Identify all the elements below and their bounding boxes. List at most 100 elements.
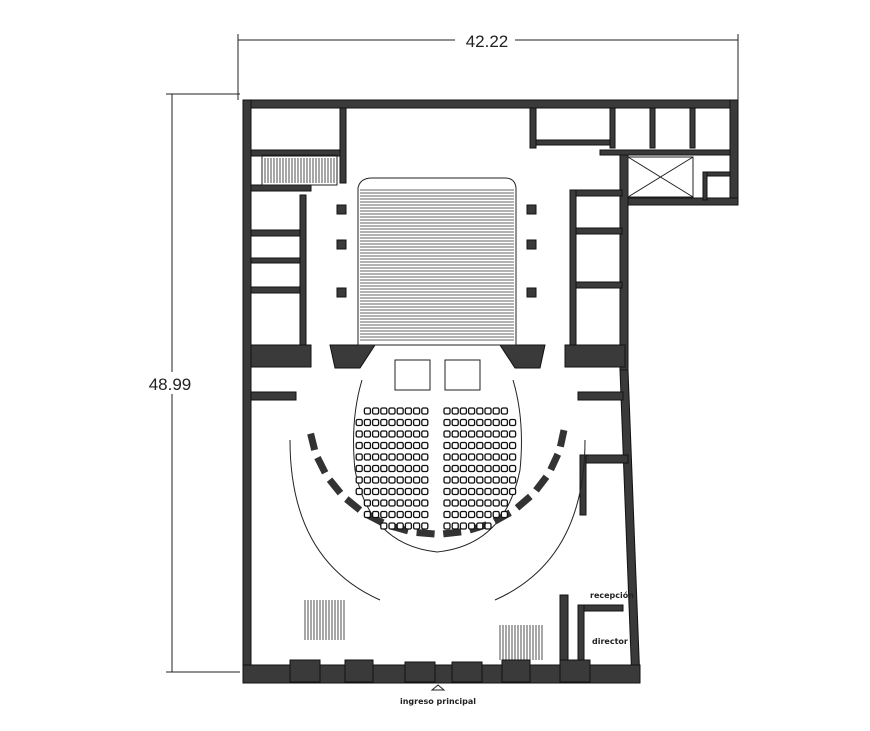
entrance-label: ingreso principal [400, 697, 476, 706]
seat [421, 499, 429, 507]
seat [380, 441, 388, 450]
stage [357, 177, 517, 391]
seat [443, 510, 451, 519]
seat [459, 487, 468, 496]
seat [492, 418, 500, 427]
seat [459, 430, 468, 438]
seat [404, 407, 413, 415]
seat [404, 499, 413, 507]
seat [484, 476, 492, 484]
seat [371, 441, 380, 450]
seat [380, 464, 388, 473]
seat [404, 464, 413, 473]
seat [396, 487, 404, 496]
box-partition [547, 452, 562, 472]
seat [443, 407, 451, 415]
seat [492, 487, 500, 496]
seat [459, 453, 468, 461]
seat [476, 453, 484, 461]
seat [451, 510, 459, 519]
seat [404, 487, 413, 496]
dimension-width: 42.22 [237, 28, 739, 100]
seat [363, 430, 372, 438]
seat [459, 407, 468, 415]
seat [396, 464, 404, 473]
seat [484, 487, 492, 496]
seat [396, 453, 404, 461]
seat [476, 522, 484, 530]
seat [421, 476, 429, 484]
seat [355, 476, 363, 484]
seat [421, 510, 429, 519]
seat [396, 499, 404, 507]
seat [467, 453, 476, 461]
seat [404, 510, 413, 519]
seat [500, 476, 509, 484]
seat [484, 418, 492, 427]
seat [476, 476, 484, 484]
seat [412, 499, 421, 507]
seat [388, 441, 396, 450]
seat [508, 476, 517, 484]
seat [380, 499, 388, 507]
seat [388, 418, 396, 427]
seat [388, 453, 396, 461]
seat [467, 418, 476, 427]
seat [396, 441, 404, 450]
box-partition [314, 456, 329, 475]
seat [363, 476, 372, 484]
seat [492, 476, 500, 484]
seat [363, 407, 372, 415]
seat [388, 407, 396, 415]
seat [421, 407, 429, 415]
interior-walls [250, 107, 731, 683]
seat [459, 476, 468, 484]
seat [363, 464, 372, 473]
seat [421, 522, 429, 530]
seat [443, 430, 451, 438]
seat [404, 430, 413, 438]
seat [396, 522, 404, 530]
entrance-stairs [264, 158, 543, 660]
box-partition [533, 474, 550, 493]
box-partition [307, 432, 319, 451]
seat [451, 487, 459, 496]
seat [476, 464, 484, 473]
seat [484, 407, 492, 415]
seat [492, 453, 500, 461]
seat [500, 453, 509, 461]
seat [371, 418, 380, 427]
seat [363, 441, 372, 450]
seat [508, 418, 517, 427]
seat [492, 430, 500, 438]
seat [396, 430, 404, 438]
seat [492, 407, 500, 415]
seat [412, 430, 421, 438]
room-label-reception: recepción [590, 590, 634, 600]
seat [451, 464, 459, 473]
seat [451, 499, 459, 507]
seat [412, 453, 421, 461]
seat [380, 476, 388, 484]
seat [476, 407, 484, 415]
seat [467, 510, 476, 519]
seat [396, 476, 404, 484]
seat [492, 441, 500, 450]
seat [443, 487, 451, 496]
seat [412, 487, 421, 496]
seat [508, 464, 517, 473]
seat [467, 441, 476, 450]
seat [467, 407, 476, 415]
seat [371, 487, 380, 496]
seat [355, 418, 363, 427]
seat [371, 464, 380, 473]
seat [500, 510, 509, 519]
seat [421, 418, 429, 427]
seat [363, 453, 372, 461]
seat [363, 418, 372, 427]
seat [363, 499, 372, 507]
box-partition [326, 477, 344, 496]
seat [355, 487, 363, 496]
seat [412, 510, 421, 519]
seat [459, 441, 468, 450]
